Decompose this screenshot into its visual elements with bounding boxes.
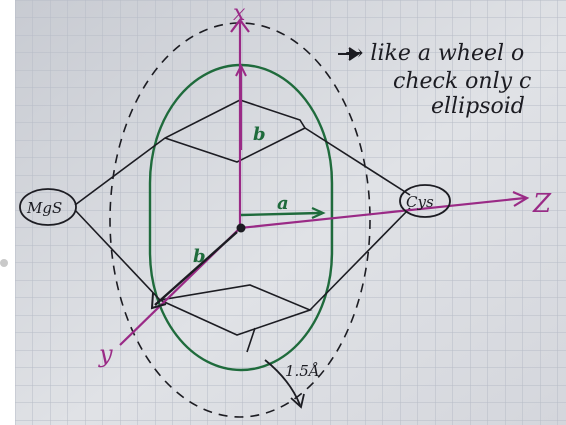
- sketch-drawing: x Z y a b b MgS Cys 1.5Å → like a wheel …: [15, 0, 566, 425]
- b-lower-arrow-head: [150, 292, 167, 310]
- b-upper-arrowhead: [235, 63, 247, 77]
- a-arrow-head: [311, 206, 326, 220]
- dashed-outer-ellipse: [109, 22, 371, 418]
- distance-arrowhead: [290, 393, 305, 409]
- cys-circle: [399, 184, 451, 218]
- label-mgs: MgS: [26, 199, 62, 217]
- label-axis-y: y: [98, 340, 113, 368]
- grid-lines: [15, 0, 566, 425]
- lower-plane: [74, 209, 313, 336]
- label-a: a: [277, 193, 289, 214]
- z-axis-arrowhead: [512, 190, 530, 207]
- label-b-lower: b: [193, 246, 206, 267]
- note-line-3: ellipsoid: [431, 94, 525, 119]
- z-axis-line: [239, 196, 526, 230]
- label-distance: 1.5Å: [285, 362, 320, 380]
- label-b-upper: b: [253, 124, 266, 145]
- label-axis-z: Z: [532, 189, 552, 219]
- mgs-circle: [19, 188, 77, 226]
- b-lower-arrow-line: [154, 231, 238, 306]
- note-arrow-head: [348, 47, 360, 61]
- short-tick: [246, 327, 256, 353]
- distance-arrow: [264, 359, 301, 406]
- bond-lines: [74, 99, 411, 353]
- line-to-cys-lower: [309, 207, 411, 311]
- x-axis-arrowhead: [230, 18, 250, 33]
- line-to-cys-upper: [304, 127, 411, 196]
- note-line-1: → like a wheel o: [345, 41, 524, 66]
- label-axis-x: x: [233, 1, 246, 26]
- side-handle-dot: [0, 259, 8, 267]
- a-arrow-line: [240, 211, 321, 217]
- origin-dot: [236, 223, 246, 233]
- note-line-2: check only c: [393, 69, 531, 94]
- label-cys: Cys: [406, 193, 434, 211]
- sketch-photo: x Z y a b b MgS Cys 1.5Å → like a wheel …: [15, 0, 566, 425]
- upper-plane: [74, 99, 307, 206]
